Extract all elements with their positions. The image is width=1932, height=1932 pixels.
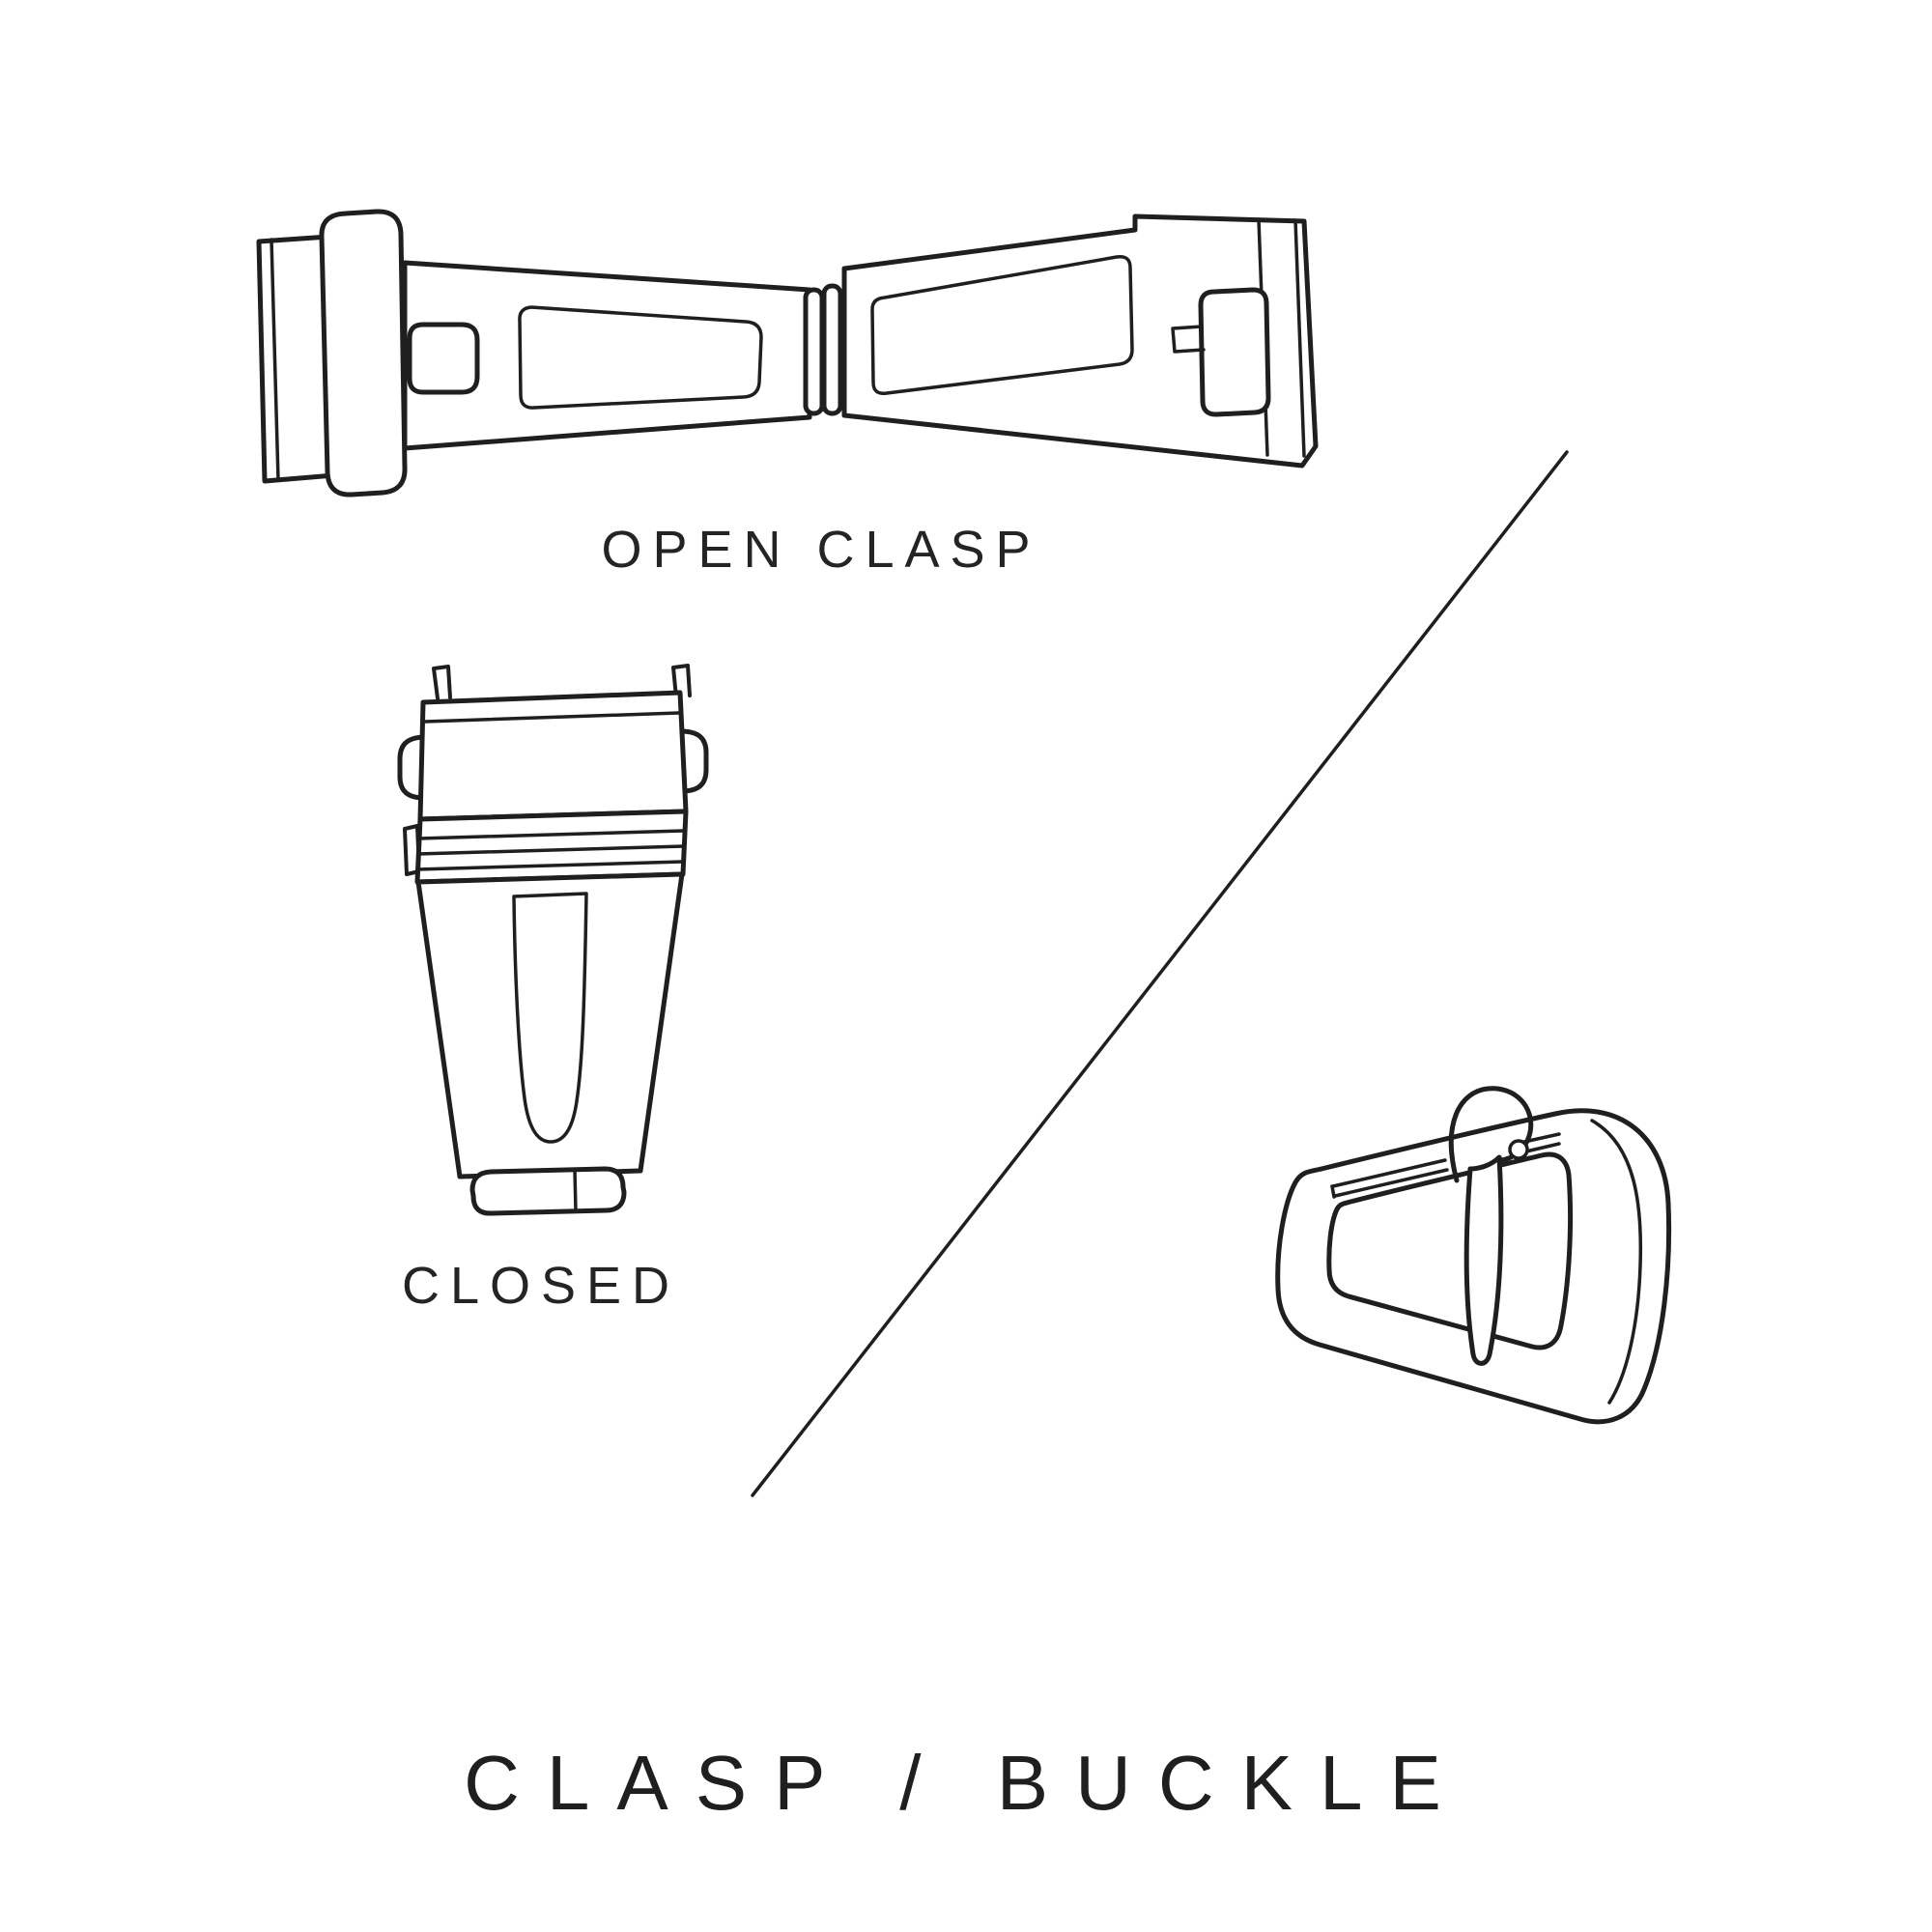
open-clasp-icon [256,209,1319,497]
closed-clasp-label: CLOSED [401,1257,681,1315]
open-clasp-label: OPEN CLASP [601,521,1041,579]
closed-clasp-icon [397,664,709,1216]
tang-buckle-icon [1275,1086,1672,1425]
diagonal-divider-line [751,450,1569,1497]
page-title: CLASP / BUCKLE [464,1740,1468,1826]
